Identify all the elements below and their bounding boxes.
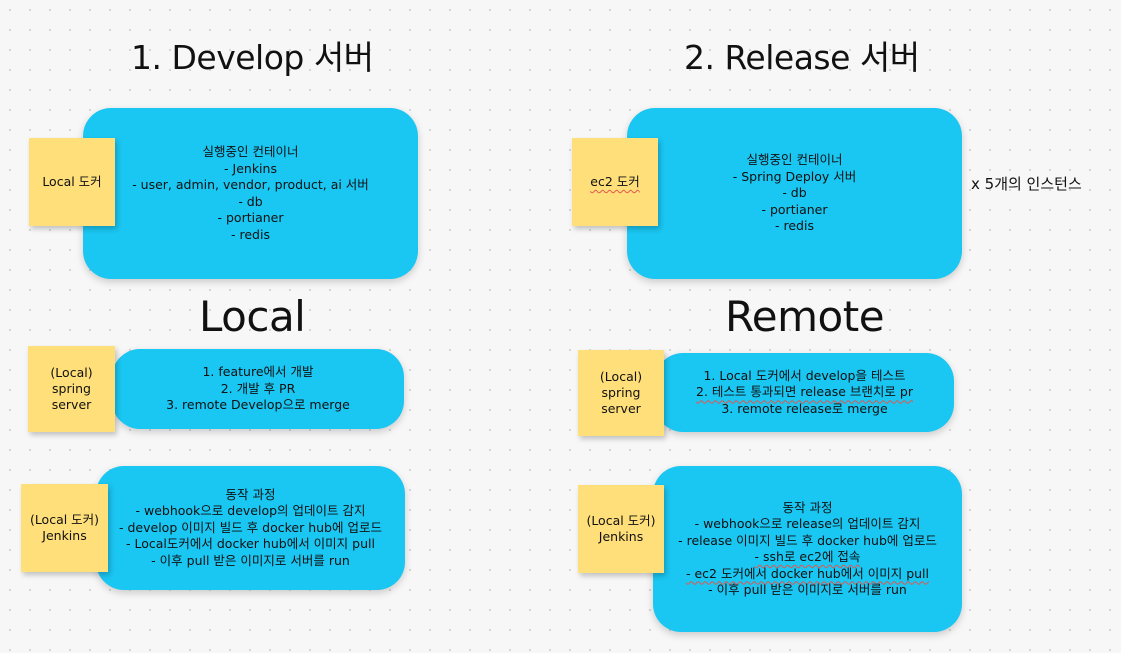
sticky-line: (Local 도커) [29,512,100,527]
release-containers-text: 실행중인 컨테이너 - Spring Deploy 서버 - db - port… [733,152,857,235]
sticky-line: spring [601,385,641,400]
card-line: - release 이미지 빌드 후 docker hub에 업로드 [678,532,937,548]
card-line: - Local도커에서 docker hub에서 이미지 pull [126,536,375,552]
remote-jenkins-sticky[interactable]: (Local 도커) Jenkins [578,485,664,573]
local-spring-text: 1. feature에서 개발 2. 개발 후 PR 3. remote Dev… [166,364,350,414]
develop-server-heading: 1. Develop 서버 [131,38,374,77]
instances-note: x 5개의 인스턴스 [971,175,1082,193]
card-line: - 이후 pull 받은 이미지로 서버를 run [708,582,907,597]
sticky-line: server [601,401,641,416]
sticky-line: spring [52,381,91,396]
remote-spring-card[interactable]: 1. Local 도커에서 develop을 테스트 2. 테스트 통과되면 r… [655,353,954,432]
card-line: 2. 테스트 통과되면 release 브랜치로 pr [696,384,913,400]
local-spring-server-sticky[interactable]: (Local) spring server [28,346,115,432]
card-line: - Jenkins [224,160,277,176]
local-jenkins-sticky[interactable]: (Local 도커) Jenkins [21,484,108,572]
card-line: - develop 이미지 빌드 후 docker hub에 업로드 [119,519,382,535]
card-line: - redis [231,226,270,242]
card-line: - Spring Deploy 서버 [732,168,857,184]
card-line: 동작 과정 [225,486,276,502]
card-line: - ec2 도커에서 docker hub에서 이미지 pull [685,565,929,581]
ec2-docker-sticky[interactable]: ec2 도커 [572,138,658,226]
card-line: - portianer [217,210,284,225]
local-heading: Local [199,292,306,341]
sticky-label: Local 도커 [42,174,102,189]
local-jenkins-text: 동작 과정 - webhook으로 develop의 업데이트 감지 - dev… [119,487,382,570]
card-line: 동작 과정 [782,499,833,515]
sticky-line: (Local 도커) [586,513,656,528]
sticky-label: (Local) spring server [50,365,92,413]
remote-jenkins-text: 동작 과정 - webhook으로 release의 업데이트 감지 - rel… [678,500,937,599]
card-line: - portianer [761,201,828,217]
card-line: - ssh로 ec2에 접속 [754,549,861,564]
card-line: - db [238,193,263,209]
sticky-label: ec2 도커 [590,174,640,189]
sticky-line: (Local) [599,369,643,384]
card-line: 1. feature에서 개발 [202,364,314,380]
remote-heading: Remote [725,292,885,341]
release-server-heading: 2. Release 서버 [684,38,920,77]
card-line: 실행중인 컨테이너 [746,152,843,168]
card-line: 실행중인 컨테이너 [202,144,299,159]
sticky-line: Jenkins [42,528,87,543]
local-spring-card[interactable]: 1. feature에서 개발 2. 개발 후 PR 3. remote Dev… [112,349,404,429]
develop-containers-text: 실행중인 컨테이너 - Jenkins - user, admin, vendo… [132,144,369,243]
card-line: - webhook으로 release의 업데이트 감지 [694,516,921,531]
sticky-label: (Local 도커) Jenkins [586,513,655,545]
sticky-line: Jenkins [598,529,644,544]
card-line: 1. Local 도커에서 develop을 테스트 [703,367,906,383]
remote-spring-server-sticky[interactable]: (Local) spring server [578,350,664,436]
card-line: - redis [775,218,814,234]
sticky-label: (Local) spring server [600,369,642,417]
card-line: - db [782,185,807,201]
local-docker-sticky[interactable]: Local 도커 [29,138,115,226]
sticky-line: server [51,397,92,412]
remote-spring-text: 1. Local 도커에서 develop을 테스트 2. 테스트 통과되면 r… [696,368,913,418]
release-containers-card[interactable]: 실행중인 컨테이너 - Spring Deploy 서버 - db - port… [627,108,962,279]
card-line: 3. remote release로 merge [721,400,888,416]
card-line: - 이후 pull 받은 이미지로 서버를 run [151,552,350,568]
card-line: 3. remote Develop으로 merge [166,397,350,413]
card-line: 2. 개발 후 PR [220,380,296,396]
card-line: - webhook으로 develop의 업데이트 감지 [135,503,366,519]
sticky-line: (Local) [50,365,93,380]
local-jenkins-card[interactable]: 동작 과정 - webhook으로 develop의 업데이트 감지 - dev… [96,466,405,590]
card-line: - user, admin, vendor, product, ai 서버 [132,177,369,192]
develop-containers-card[interactable]: 실행중인 컨테이너 - Jenkins - user, admin, vendo… [83,108,418,279]
sticky-label: (Local 도커) Jenkins [30,512,99,544]
remote-jenkins-card[interactable]: 동작 과정 - webhook으로 release의 업데이트 감지 - rel… [653,466,962,632]
